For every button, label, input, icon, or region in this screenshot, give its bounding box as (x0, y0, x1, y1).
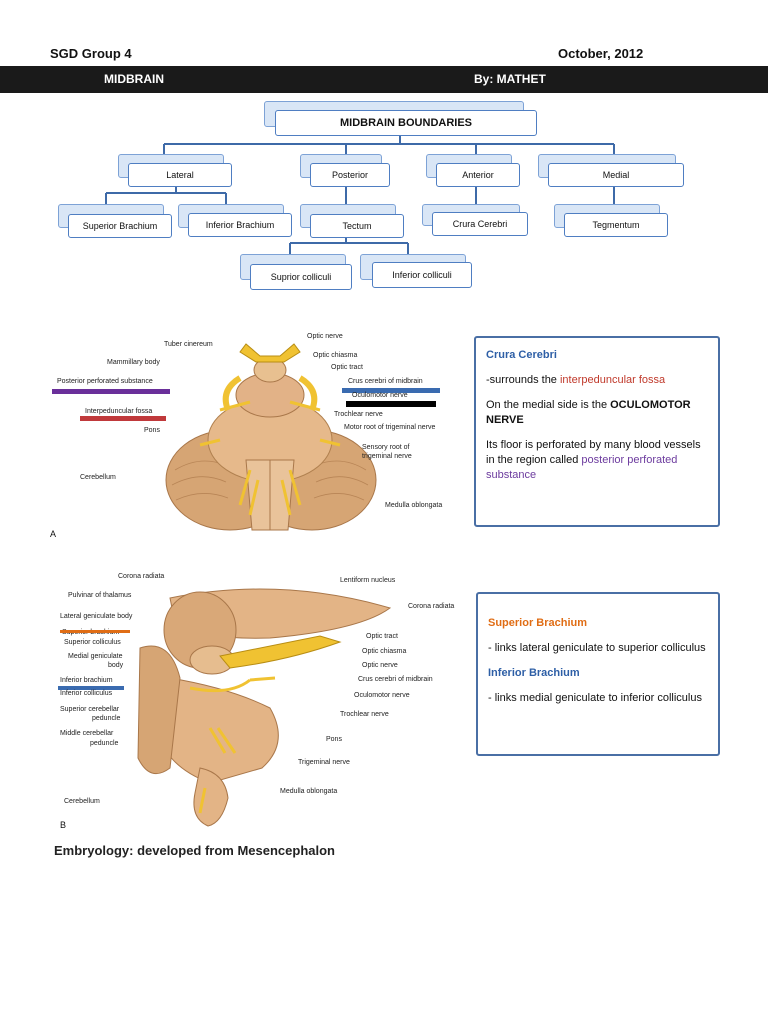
figb-oculomotor-label: Oculomotor nerve (354, 692, 410, 699)
figb-mgb2-label: body (108, 662, 124, 669)
figb-optic-nerve-label: Optic nerve (362, 662, 398, 669)
figb-inf-coll-label: Inferior colliculus (60, 690, 113, 697)
title-bar: MIDBRAIN By: MATHET (0, 66, 768, 93)
info1-line1: -surrounds the interpeduncular fossa (486, 374, 666, 386)
medial-box: Medial (548, 163, 684, 187)
figa-mammillary-label: Mammillary body (107, 359, 160, 366)
figb-mgb1-label: Medial geniculate (68, 653, 123, 660)
figb-pulvinar-label: Pulvinar of thalamus (68, 592, 132, 599)
figa-crus-label: Crus cerebri of midbrain (348, 378, 423, 385)
figb-corona1-label: Corona radiata (118, 573, 165, 580)
posterior-box: Posterior (310, 163, 390, 187)
figa-interped-label: Interpeduncular fossa (85, 408, 153, 415)
group-label: SGD Group 4 (50, 46, 132, 61)
anterior-box: Anterior (436, 163, 520, 187)
figa-sensory-root-label1: Sensory root of (362, 444, 410, 451)
orange-highlight-bar (60, 630, 130, 633)
figa-sensory-root-label2: trigeminal nerve (362, 453, 412, 460)
info2-text2: - links medial geniculate to inferior co… (488, 692, 702, 704)
figb-inf-brach-label: Inferior brachium (60, 677, 113, 684)
inferior-colliculi-box: Inferior colliculi (372, 262, 472, 288)
figure-a-illustration (165, 343, 377, 531)
superior-brachium-box: Superior Brachium (68, 214, 172, 238)
bar-title: MIDBRAIN (104, 72, 164, 86)
brachium-info-box: Superior Brachium - links lateral genicu… (476, 592, 720, 756)
figb-pons-label: Pons (326, 736, 342, 743)
superior-colliculi-box: Suprior colliculi (250, 264, 352, 290)
inferior-brachium-box: Inferior Brachium (188, 213, 292, 237)
bar-author: By: MATHET (474, 72, 546, 86)
figa-trochlear-label: Trochlear nerve (334, 411, 383, 418)
root-box: MIDBRAIN BOUNDARIES (275, 110, 537, 136)
figb-scp2-label: peduncle (92, 715, 121, 722)
figa-optic-chiasma-label: Optic chiasma (313, 352, 358, 359)
figb-trigeminal-label: Trigeminal nerve (298, 759, 350, 766)
figb-optic-chiasma-label: Optic chiasma (362, 648, 407, 655)
figa-motor-root-label: Motor root of trigeminal nerve (344, 424, 436, 431)
figb-mcp2-label: peduncle (90, 740, 119, 747)
figb-letter: B (60, 820, 67, 830)
figb-lgb-label: Lateral geniculate body (60, 613, 133, 620)
figa-cerebellum-label: Cerebellum (80, 474, 116, 481)
black-highlight-bar (346, 401, 436, 407)
figa-letter: A (50, 529, 57, 539)
figb-lentiform-label: Lentiform nucleus (340, 577, 396, 584)
info1-line2: On the medial side is the OCULOMOTOR NER… (486, 399, 691, 426)
blue-highlight-bar (342, 388, 440, 393)
info1-line3: Its floor is perforated by many blood ve… (486, 439, 701, 481)
figa-medulla-label: Medulla oblongata (385, 502, 443, 509)
figa-optic-nerve-label: Optic nerve (307, 333, 343, 340)
figb-medulla-label: Medulla oblongata (280, 788, 338, 795)
figb-cerebellum-label: Cerebellum (64, 798, 100, 805)
embryology-note: Embryology: developed from Mesencephalon (54, 843, 335, 858)
figa-optic-tract-label: Optic tract (331, 364, 363, 371)
info2-text1: - links lateral geniculate to superior c… (488, 642, 706, 654)
crura-cerebri-box: Crura Cerebri (432, 212, 528, 236)
crura-cerebri-info-box: Crura Cerebri -surrounds the interpedunc… (474, 336, 720, 527)
info2-title1: Superior Brachium (488, 617, 588, 629)
figb-crus-label: Crus cerebri of midbrain (358, 676, 433, 683)
figure-b-illustration (137, 588, 392, 827)
figa-oculomotor-label: Oculomotor nerve (352, 392, 408, 399)
tectum-box: Tectum (310, 214, 404, 238)
red-highlight-bar (80, 416, 166, 421)
figa-tuber-label: Tuber cinereum (164, 341, 213, 348)
blue-highlight-bar-b (58, 686, 124, 690)
figb-trochlear-label: Trochlear nerve (340, 711, 389, 718)
purple-highlight-bar (52, 389, 170, 394)
figb-mcp1-label: Middle cerebellar (60, 730, 114, 737)
figb-sup-coll-label: Superior colliculus (64, 639, 121, 646)
info1-title: Crura Cerebri (486, 349, 557, 361)
info2-title2: Inferior Brachium (488, 667, 580, 679)
lateral-box: Lateral (128, 163, 232, 187)
date-label: October, 2012 (558, 46, 644, 61)
figb-scp1-label: Superior cerebellar (60, 706, 120, 713)
figa-pons-label: Pons (144, 427, 160, 434)
figa-post-perf-label: Posterior perforated substance (57, 378, 153, 385)
figb-corona2-label: Corona radiata (408, 603, 455, 610)
figb-optic-tract-label: Optic tract (366, 633, 398, 640)
tegmentum-box: Tegmentum (564, 213, 668, 237)
